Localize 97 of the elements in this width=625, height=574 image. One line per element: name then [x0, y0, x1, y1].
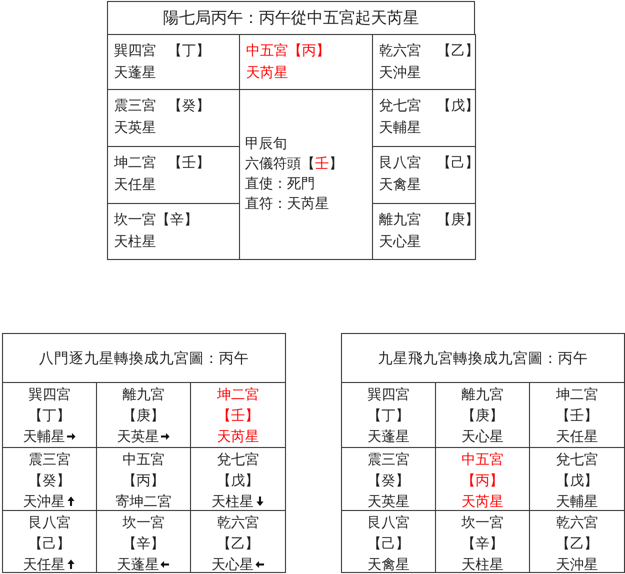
star-label: 天蓬星 [117, 557, 159, 573]
stem-label: 【乙】 [437, 43, 479, 59]
zhi-shi-label: 直使：死門 [245, 176, 315, 192]
star-label: 天任星 [556, 429, 598, 445]
grid-cell [190, 510, 286, 573]
palace-label: 巽四宮 [368, 387, 410, 403]
grid-cell [529, 510, 625, 573]
star-label: 天禽星 [368, 557, 410, 573]
star-label: 天柱星 [114, 234, 156, 250]
stem-label: 【丁】 [368, 408, 410, 424]
table-title: 陽七局丙午：丙午從中五宮起天芮星 [163, 8, 419, 28]
palace-label: 震三宮 [114, 98, 156, 114]
star-label: 天柱星 [212, 494, 254, 510]
palace-label: 離九宮 [122, 387, 164, 403]
grid-cell [341, 510, 436, 573]
palace-label: 巽四宮 [28, 387, 70, 403]
xun-label: 甲辰旬 [245, 136, 287, 152]
stem-label: 【癸】 [168, 98, 210, 114]
palace-label: 乾六宮 [379, 43, 421, 59]
palace-label: 離九宮 [462, 387, 504, 403]
star-label: 天沖星 [379, 65, 421, 81]
palace-label: 坤二宮 [556, 387, 598, 403]
palace-label: 兌七宮 [217, 452, 259, 468]
table-title: 九星飛九宮轉換成九宮圖：丙午 [378, 350, 588, 368]
stem-label: 【丙】 [122, 473, 164, 489]
palace-label: 兌七宮 [556, 452, 598, 468]
star-label: 天輔星 [23, 429, 65, 445]
palace-label: 坎一宮 [114, 212, 156, 228]
star-label: 天沖星 [556, 557, 598, 573]
star-label: 天蓬星 [368, 429, 410, 445]
star-label: 天英星 [368, 494, 410, 510]
stem-label: 【壬】 [217, 408, 259, 424]
star-label: 天英星 [117, 429, 159, 445]
title-bar [107, 1, 475, 35]
palace-label: 乾六宮 [556, 515, 598, 531]
grid-cell [2, 510, 97, 573]
palace-label: 坤二宮 [114, 155, 156, 171]
star-label: 天輔星 [556, 494, 598, 510]
palace-label: 震三宮 [28, 452, 70, 468]
star-label: 天蓬星 [114, 65, 156, 81]
star-label: 天英星 [114, 120, 156, 136]
star-label: 天任星 [114, 177, 156, 193]
stem-label: 【乙】 [556, 536, 598, 552]
stem-label: 【辛】 [122, 536, 164, 552]
stem-label: 【庚】 [437, 212, 479, 228]
stem-label: 【丁】 [168, 43, 210, 59]
star-label: 天心星 [212, 557, 254, 573]
palace-label: 中五宮 [122, 452, 164, 468]
palace-label: 兌七宮 [379, 98, 421, 114]
stem-label: 【癸】 [368, 473, 410, 489]
palace-label: 離九宮 [379, 212, 421, 228]
grid-cell [107, 203, 240, 260]
star-label: 天芮星 [462, 494, 504, 510]
zhi-fu-label: 直符：天芮星 [245, 196, 329, 212]
title-bar [2, 333, 286, 383]
palace-label: 坤二宮 [217, 387, 259, 403]
stem-label: 【癸】 [28, 473, 70, 489]
stem-label: 【己】 [368, 536, 410, 552]
palace-label: 坎一宮 [122, 515, 164, 531]
stem-label: 【壬】 [168, 155, 210, 171]
stem-label: 【乙】 [217, 536, 259, 552]
star-label: 天心星 [462, 429, 504, 445]
stem-label: 【己】 [28, 536, 70, 552]
stem-label: 【丙】 [288, 43, 330, 59]
star-label: 天芮星 [217, 429, 259, 445]
palace-label: 乾六宮 [217, 515, 259, 531]
grid-cell [372, 203, 476, 260]
star-label: 天沖星 [23, 494, 65, 510]
stem-label: 【丁】 [28, 408, 70, 424]
palace-label: 震三宮 [368, 452, 410, 468]
palace-label: 艮八宮 [28, 515, 70, 531]
palace-label: 中五宮 [246, 43, 288, 59]
stem-label: 【辛】 [462, 536, 504, 552]
stem-label: 【戊】 [556, 473, 598, 489]
palace-label: 巽四宮 [114, 43, 156, 59]
stem-label: 【庚】 [462, 408, 504, 424]
star-label: 天柱星 [462, 557, 504, 573]
palace-label: 艮八宮 [379, 155, 421, 171]
palace-label: 坎一宮 [462, 515, 504, 531]
stem-label: 【庚】 [122, 408, 164, 424]
title-bar [341, 333, 625, 383]
stem-label: 【壬】 [556, 408, 598, 424]
fu-tou-label: 六儀符頭【壬】 [245, 156, 343, 172]
stem-label: 【辛】 [156, 212, 198, 228]
stem-label: 【己】 [437, 155, 479, 171]
table-title: 八門逐九星轉換成九宮圖：丙午 [39, 350, 249, 368]
stem-label: 【丙】 [462, 473, 504, 489]
star-label: 天禽星 [379, 177, 421, 193]
stem-label: 【戊】 [217, 473, 259, 489]
star-label: 天任星 [23, 557, 65, 573]
stem-label: 【戊】 [437, 98, 479, 114]
star-label: 寄坤二宮 [116, 494, 172, 510]
palace-label: 艮八宮 [368, 515, 410, 531]
star-label: 天輔星 [379, 120, 421, 136]
star-label: 天心星 [379, 234, 421, 250]
palace-label: 中五宮 [462, 452, 504, 468]
star-label: 天芮星 [246, 65, 288, 81]
